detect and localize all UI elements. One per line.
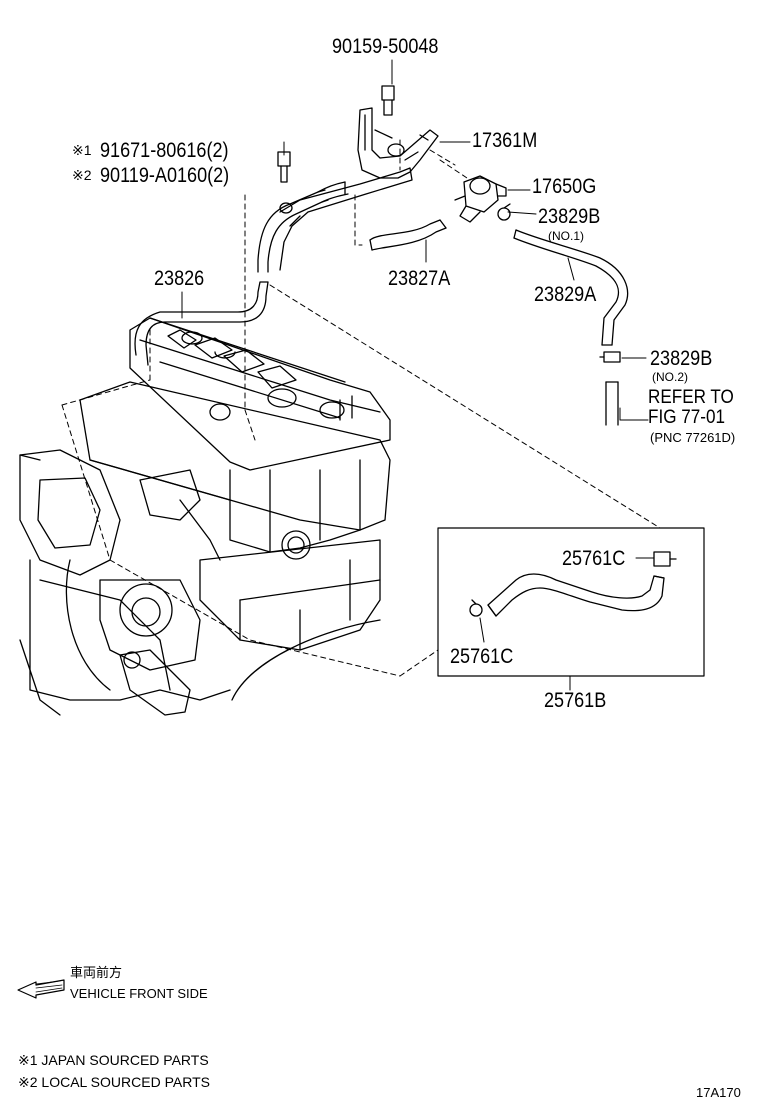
hose-23829A-drawing xyxy=(513,229,629,426)
part-label-91671-80616: 91671-80616(2) xyxy=(100,139,229,162)
engine-block-drawing xyxy=(19,317,391,716)
refer-line-1: REFER TO xyxy=(648,387,734,408)
part-label-17361M: 17361M xyxy=(472,129,538,152)
part-note-no1: (NO.1) xyxy=(548,229,584,243)
hose-23826-drawing xyxy=(134,151,413,366)
part-note-no2: (NO.2) xyxy=(652,370,688,384)
refer-line-3: (PNC 77261D) xyxy=(650,430,736,445)
part-label-23829A: 23829A xyxy=(534,283,597,306)
part-label-25761B: 25761B xyxy=(544,689,607,712)
hose-23827A-drawing xyxy=(369,219,447,251)
dashed-leader-lines xyxy=(61,139,661,677)
refer-line-2: FIG 77-01 xyxy=(648,407,725,428)
hose-25761B-drawing xyxy=(469,551,677,617)
part-label-23829B-no1: 23829B xyxy=(538,205,601,228)
mark-japan-sourced: ※1 xyxy=(72,142,92,158)
part-label-90159-50048: 90159-50048 xyxy=(332,35,439,58)
note-japan-sourced: ※1 JAPAN SOURCED PARTS xyxy=(18,1052,209,1068)
leader-lines xyxy=(181,59,655,691)
figure-id: 17A170 xyxy=(696,1085,741,1100)
front-side-jp: 車両前方 xyxy=(70,965,123,980)
part-label-23827A: 23827A xyxy=(388,267,451,290)
part-label-25761C-upper: 25761C xyxy=(562,547,626,570)
mark-local-sourced: ※2 xyxy=(72,167,92,183)
part-label-23826: 23826 xyxy=(154,267,205,290)
part-label-17650G: 17650G xyxy=(532,175,597,198)
part-label-90119-A0160: 90119-A0160(2) xyxy=(100,164,230,187)
part-label-23829B-no2: 23829B xyxy=(650,347,713,370)
note-local-sourced: ※2 LOCAL SOURCED PARTS xyxy=(18,1074,210,1090)
part-label-25761C-lower: 25761C xyxy=(450,645,514,668)
bracket-and-valve-drawing xyxy=(357,85,511,223)
front-arrow-icon xyxy=(17,979,65,999)
detail-box-25761B xyxy=(437,527,705,677)
front-side-en: VEHICLE FRONT SIDE xyxy=(70,986,208,1001)
